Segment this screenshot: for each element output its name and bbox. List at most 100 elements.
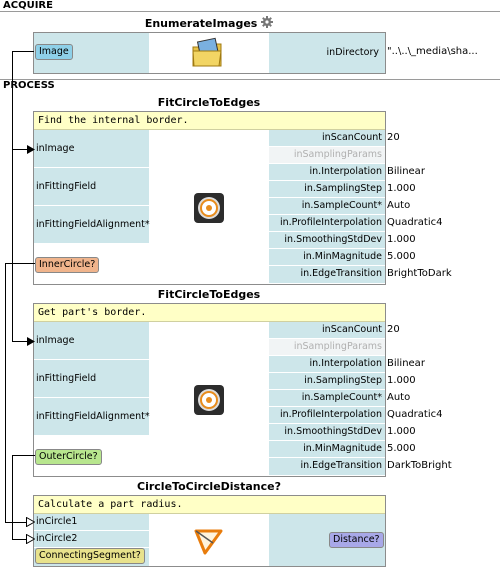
section-title-acquire: ACQUIRE xyxy=(3,0,53,11)
enumerate-images-title-text: EnumerateImages xyxy=(144,17,258,30)
param-row[interactable]: in.SamplingStep xyxy=(269,181,385,198)
arrow-right-hollow-icon xyxy=(26,517,35,527)
param-value[interactable]: Auto xyxy=(387,200,411,211)
param-row[interactable]: in.EdgeTransition xyxy=(269,458,385,476)
gear-icon[interactable] xyxy=(261,16,274,28)
param-label: in.SampleCount* xyxy=(301,392,382,403)
param-row[interactable]: in.SmoothingStdDev xyxy=(269,424,385,441)
arrow-right-icon xyxy=(27,337,35,346)
param-row[interactable]: in.SmoothingStdDev xyxy=(269,232,385,249)
fit-circle-1-comment[interactable]: Find the internal border. xyxy=(34,112,385,130)
circle-distance-title[interactable]: CircleToCircleDistance? xyxy=(137,480,281,493)
input-cell[interactable]: inFittingFieldAlignment* xyxy=(34,398,150,436)
param-row[interactable]: inSamplingParams xyxy=(269,147,385,164)
input-inimage-label: inImage xyxy=(36,335,75,346)
input-cell[interactable]: inCircle2 xyxy=(34,531,149,548)
param-value[interactable]: 1.000 xyxy=(387,375,416,386)
param-indirectory-value[interactable]: "..\..\_media\sha... xyxy=(387,46,478,57)
param-label: inScanCount xyxy=(322,324,382,335)
enumerate-images-title[interactable]: EnumerateImages xyxy=(34,16,384,30)
param-row[interactable]: inSamplingParams xyxy=(269,339,385,356)
param-label: inSamplingParams xyxy=(293,341,382,352)
input-cell[interactable]: inImage xyxy=(34,130,149,168)
arrow-right-icon xyxy=(27,145,35,154)
param-row[interactable]: inScanCount xyxy=(269,322,385,339)
input-cell[interactable]: inFittingField xyxy=(34,168,149,206)
param-value[interactable]: Auto xyxy=(387,392,411,403)
param-label: in.ProfileInterpolation xyxy=(279,409,382,420)
param-value[interactable]: Bilinear xyxy=(387,166,425,177)
input-cell[interactable]: inCircle1 xyxy=(34,514,149,531)
param-row[interactable]: in.MinMagnitude xyxy=(269,249,385,266)
section-divider xyxy=(0,11,500,12)
output-distance-tag[interactable]: Distance? xyxy=(329,532,384,548)
input-infittingfieldalignment-label: inFittingFieldAlignment* xyxy=(36,411,150,422)
param-label: in.Interpolation xyxy=(309,166,382,177)
param-label: in.SamplingStep xyxy=(304,183,382,194)
circle-fit-icon xyxy=(193,192,225,227)
enumerate-images-block[interactable]: inDirectory xyxy=(33,32,386,74)
circle-fit-icon xyxy=(193,384,225,419)
input-infittingfieldalignment-label: inFittingFieldAlignment* xyxy=(36,219,150,230)
param-value[interactable]: 5.000 xyxy=(387,251,416,262)
param-value[interactable]: Quadratic4 xyxy=(387,217,443,228)
param-row[interactable]: in.EdgeTransition xyxy=(269,266,385,284)
connector-line xyxy=(12,539,27,540)
param-row[interactable]: in.SampleCount* xyxy=(269,198,385,215)
folder-image-icon xyxy=(191,37,223,72)
connector-line xyxy=(12,149,31,150)
output-outercircle-tag[interactable]: OuterCircle? xyxy=(35,449,102,465)
param-row[interactable]: in.Interpolation xyxy=(269,164,385,181)
section-acquire: ACQUIRE xyxy=(0,0,500,12)
param-row[interactable]: in.SampleCount* xyxy=(269,390,385,407)
circle-distance-comment[interactable]: Calculate a part radius. xyxy=(34,496,385,514)
param-value[interactable]: 1.000 xyxy=(387,426,416,437)
connector-line xyxy=(12,455,35,456)
param-row[interactable]: in.MinMagnitude xyxy=(269,441,385,458)
fit-circle-2-title[interactable]: FitCircleToEdges xyxy=(157,288,261,301)
output-connectingsegment-tag[interactable]: ConnectingSegment? xyxy=(35,548,145,564)
fit-circle-2-block[interactable]: Get part's border. inImage inFittingFiel… xyxy=(33,303,386,477)
param-label: in.Interpolation xyxy=(309,358,382,369)
param-row[interactable]: in.Interpolation xyxy=(269,356,385,373)
param-row[interactable]: inScanCount xyxy=(269,130,385,147)
triangle-distance-icon xyxy=(193,527,225,558)
param-value[interactable]: 1.000 xyxy=(387,183,416,194)
output-innercircle-tag[interactable]: InnerCircle? xyxy=(35,257,100,273)
param-value[interactable]: DarkToBright xyxy=(387,460,452,471)
param-label: in.EdgeTransition xyxy=(300,268,382,279)
param-value[interactable]: Quadratic4 xyxy=(387,409,443,420)
connector-line xyxy=(12,455,13,540)
param-value[interactable]: 1.000 xyxy=(387,234,416,245)
param-row[interactable]: in.ProfileInterpolation xyxy=(269,407,385,424)
param-value[interactable]: 20 xyxy=(387,132,400,143)
input-incircle2-label: inCircle2 xyxy=(36,533,78,544)
param-value[interactable]: BrightToDark xyxy=(387,268,452,279)
connector-line xyxy=(12,51,34,52)
param-value[interactable]: 20 xyxy=(387,324,400,335)
param-row[interactable]: in.SamplingStep xyxy=(269,373,385,390)
param-label: in.SmoothingStdDev xyxy=(284,426,382,437)
fit-circle-1-title[interactable]: FitCircleToEdges xyxy=(157,96,261,109)
fit-circle-2-comment[interactable]: Get part's border. xyxy=(34,304,385,322)
param-label: inSamplingParams xyxy=(293,149,382,160)
param-value[interactable]: 5.000 xyxy=(387,443,416,454)
param-label: in.ProfileInterpolation xyxy=(279,217,382,228)
input-cell[interactable]: inFittingField xyxy=(34,360,149,398)
fit-circle-2-param-column: inScanCount inSamplingParams in.Interpol… xyxy=(269,322,385,476)
input-cell[interactable]: inFittingFieldAlignment* xyxy=(34,206,150,244)
input-infittingfield-label: inFittingField xyxy=(36,181,97,192)
param-label: in.SampleCount* xyxy=(301,200,382,211)
input-infittingfield-label: inFittingField xyxy=(36,373,97,384)
param-value[interactable]: Bilinear xyxy=(387,358,425,369)
section-divider xyxy=(0,79,500,80)
input-cell[interactable]: inImage xyxy=(34,322,149,360)
param-row[interactable]: in.ProfileInterpolation xyxy=(269,215,385,232)
fit-circle-1-block[interactable]: Find the internal border. inImage inFitt… xyxy=(33,111,386,285)
output-image-tag[interactable]: Image xyxy=(35,44,73,60)
param-label: inScanCount xyxy=(322,132,382,143)
input-incircle1-label: inCircle1 xyxy=(36,516,78,527)
input-inimage-label: inImage xyxy=(36,143,75,154)
connector-line xyxy=(12,341,31,342)
connector-line xyxy=(5,263,35,264)
